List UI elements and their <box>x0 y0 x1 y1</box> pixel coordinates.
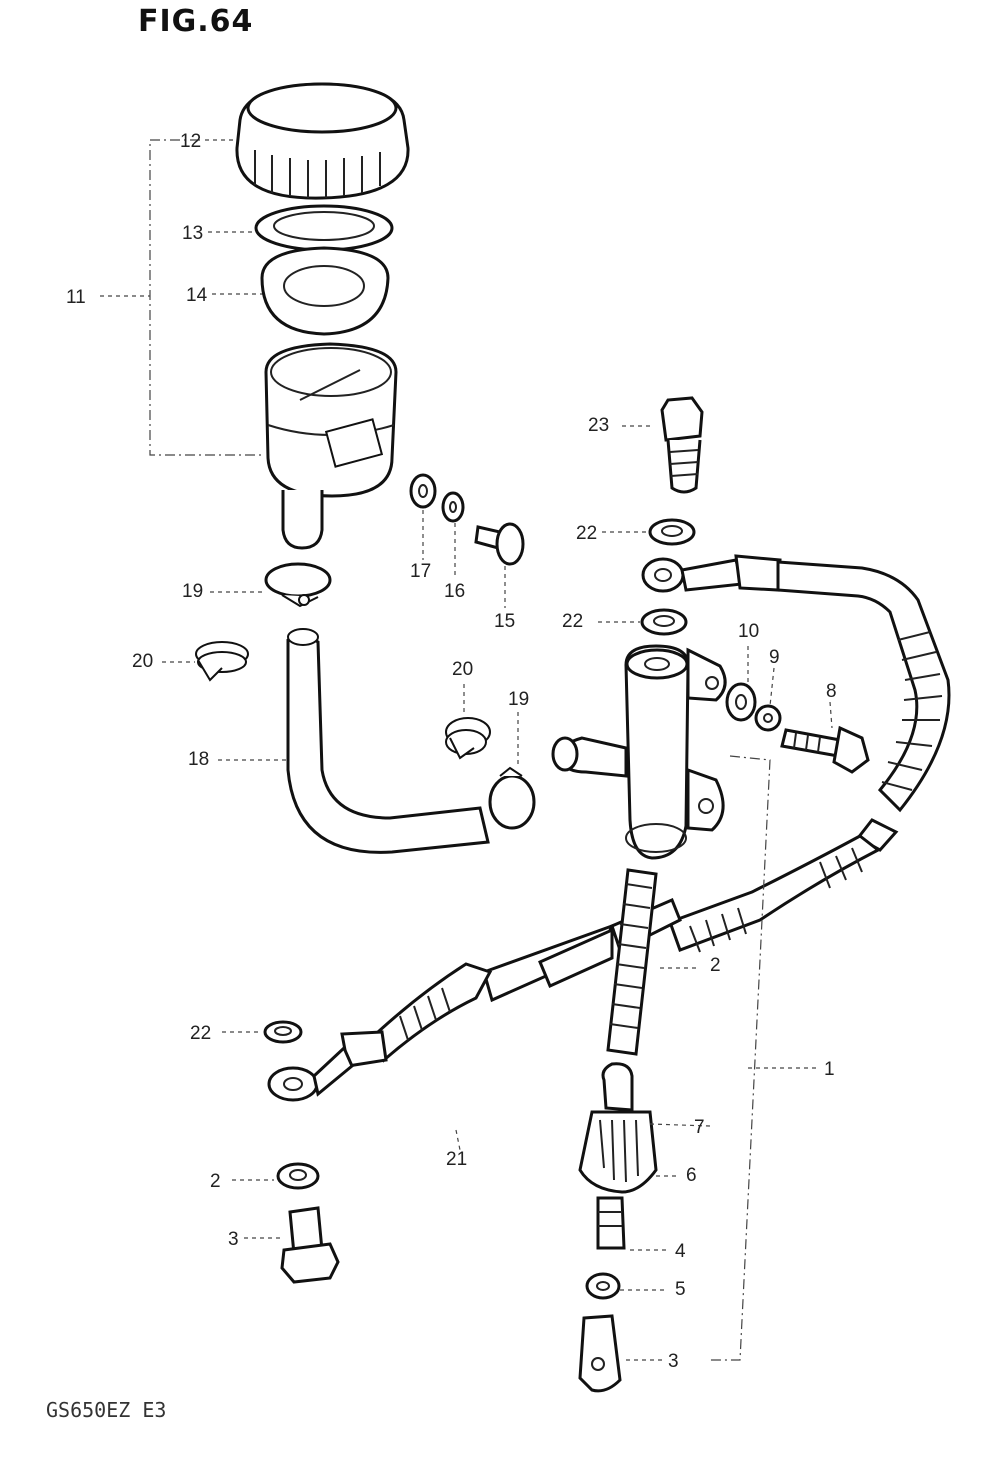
reservoir-cap <box>235 82 410 200</box>
hose-clamp-upper <box>264 562 332 608</box>
callout-10: 10 <box>738 621 760 642</box>
model-code: GS650EZ E3 <box>46 1398 167 1422</box>
callout-22-upper-a: 22 <box>576 523 598 544</box>
callout-4: 4 <box>675 1241 686 1262</box>
sealing-washer-upper-b <box>640 608 688 636</box>
callout-14: 14 <box>186 285 208 306</box>
callout-22-lower: 22 <box>190 1023 212 1044</box>
callout-6: 6 <box>686 1165 697 1186</box>
callout-15: 15 <box>494 611 516 632</box>
spring-clamp-left <box>195 641 249 682</box>
callout-3-pushrod: 3 <box>668 1351 679 1372</box>
lower-brake-hose <box>267 923 615 1102</box>
reservoir-hose <box>286 628 490 854</box>
pushrod-assembly <box>578 868 658 1393</box>
banjo-bolt-upper <box>660 396 704 494</box>
washer-16 <box>441 491 465 523</box>
figure-title: FIG.64 <box>138 4 254 39</box>
spring-clamp-center <box>445 717 491 760</box>
reservoir-mount-bolt <box>474 522 525 566</box>
callout-16: 16 <box>444 581 466 602</box>
callout-20-left: 20 <box>132 651 154 672</box>
diaphragm <box>260 246 390 336</box>
callout-17: 17 <box>410 561 432 582</box>
callout-20-center: 20 <box>452 659 474 680</box>
reservoir-assembly-bracket <box>100 139 264 456</box>
sealing-washer-lower-b <box>276 1162 320 1190</box>
callout-2-upper: 2 <box>710 955 721 976</box>
callout-21: 21 <box>446 1149 468 1170</box>
reservoir-body <box>264 342 398 550</box>
diaphragm-plate <box>254 204 394 252</box>
sealing-washer-lower-a <box>263 1020 303 1044</box>
callout-19-center: 19 <box>508 689 530 710</box>
callout-23-upper: 23 <box>588 415 610 436</box>
master-cylinder-mount-bolt <box>780 725 870 774</box>
callout-2-lower: 2 <box>210 1171 221 1192</box>
callout-8: 8 <box>826 681 837 702</box>
callout-7: 7 <box>694 1117 705 1138</box>
washer-17 <box>409 473 437 509</box>
callout-18: 18 <box>188 749 210 770</box>
sealing-washer-upper-a <box>648 518 696 546</box>
callout-9: 9 <box>769 647 780 668</box>
washer-9 <box>754 704 782 732</box>
master-cylinder-body <box>551 644 727 860</box>
callout-13: 13 <box>182 223 204 244</box>
callout-12: 12 <box>180 131 202 152</box>
callout-1: 1 <box>824 1059 835 1080</box>
callout-19-upper: 19 <box>182 581 204 602</box>
hose-clamp-center <box>488 766 536 830</box>
banjo-bolt-lower <box>280 1206 340 1284</box>
callout-11: 11 <box>66 287 86 308</box>
callout-22-upper-b: 22 <box>562 611 584 632</box>
callout-5: 5 <box>675 1279 686 1300</box>
washer-10 <box>725 682 757 722</box>
callout-3-bolt: 3 <box>228 1229 239 1250</box>
